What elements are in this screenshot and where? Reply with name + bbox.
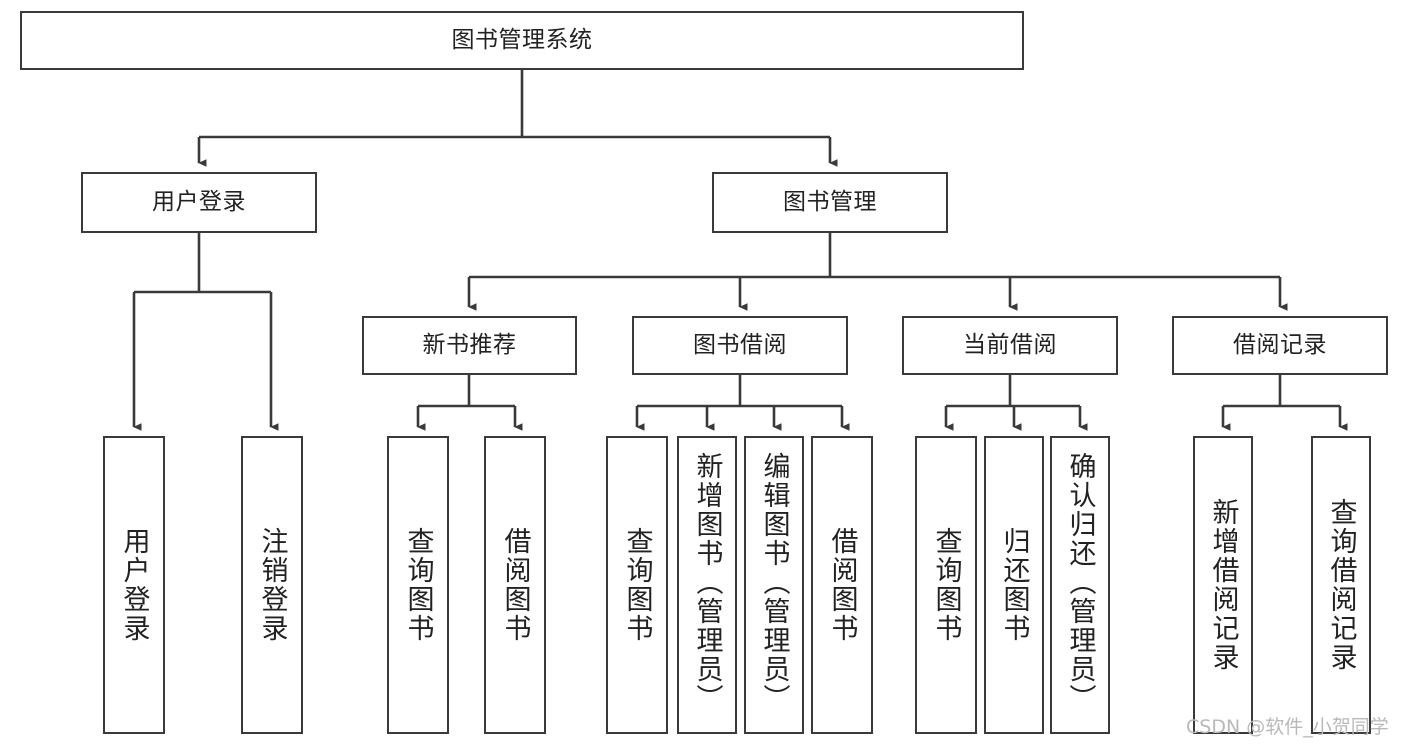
node-label: 图书借阅 [693,331,787,358]
leaf-return-book[interactable]: 归还图书 [984,436,1044,734]
node-label: 新增图书（管理员） [691,452,723,713]
node-label: 用户登录 [118,527,150,643]
node-label: 图书管理 [783,188,877,215]
node-label: 编辑图书（管理员） [758,452,790,713]
node-label: 查询图书 [402,527,434,643]
node-borrow-record[interactable]: 借阅记录 [1172,316,1388,375]
leaf-query-book-borrow[interactable]: 查询图书 [606,436,668,734]
node-label: 新书推荐 [422,331,517,358]
node-label: 查询图书 [621,527,653,643]
node-book-borrow[interactable]: 图书借阅 [632,316,848,375]
node-label: 用户登录 [152,188,246,215]
leaf-add-borrow-record[interactable]: 新增借阅记录 [1193,436,1253,734]
leaf-borrow-book-recommend[interactable]: 借阅图书 [484,436,546,734]
node-user-login[interactable]: 用户登录 [81,172,317,233]
node-label: 查询借阅记录 [1325,498,1357,672]
node-label: 借阅图书 [499,527,531,643]
leaf-query-book-current[interactable]: 查询图书 [915,436,977,734]
leaf-add-book[interactable]: 新增图书（管理员） [677,436,737,734]
node-label: 借阅记录 [1233,331,1327,358]
node-label: 图书管理系统 [451,26,593,53]
node-new-book-recommend[interactable]: 新书推荐 [362,316,577,375]
node-label: 查询图书 [930,527,962,643]
node-label: 确认归还（管理员） [1064,452,1096,713]
leaf-edit-book[interactable]: 编辑图书（管理员） [744,436,804,734]
leaf-confirm-return[interactable]: 确认归还（管理员） [1050,436,1110,734]
node-label: 借阅图书 [826,527,858,643]
node-label: 当前借阅 [963,331,1057,358]
leaf-borrow-book-borrow[interactable]: 借阅图书 [811,436,873,734]
node-label: 归还图书 [998,527,1030,643]
leaf-user-logout[interactable]: 注销登录 [241,436,303,734]
node-root-book-management-system[interactable]: 图书管理系统 [20,11,1024,70]
node-label: 新增借阅记录 [1207,498,1239,672]
node-current-borrow[interactable]: 当前借阅 [902,316,1118,375]
leaf-user-login[interactable]: 用户登录 [103,436,165,734]
leaf-query-book-recommend[interactable]: 查询图书 [387,436,449,734]
watermark-text: CSDN @软件_小贺同学 [1186,716,1389,738]
leaf-query-borrow-record[interactable]: 查询借阅记录 [1311,436,1371,734]
node-label: 注销登录 [256,527,288,643]
node-book-manage[interactable]: 图书管理 [712,172,948,233]
